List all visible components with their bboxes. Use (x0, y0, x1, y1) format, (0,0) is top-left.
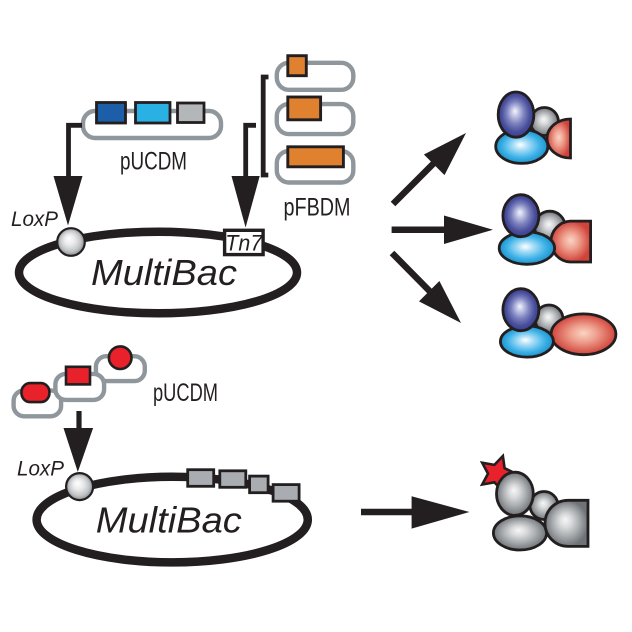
svg-text:pFBDM: pFBDM (284, 193, 351, 221)
svg-text:pUCDM: pUCDM (153, 379, 218, 407)
svg-text:Tn7: Tn7 (225, 230, 263, 255)
svg-text:pUCDM: pUCDM (120, 148, 187, 176)
svg-text:LoxP: LoxP (11, 207, 59, 231)
svg-text:MultiBac: MultiBac (96, 499, 242, 540)
svg-text:LoxP: LoxP (17, 457, 65, 481)
svg-text:MultiBac: MultiBac (91, 252, 237, 293)
